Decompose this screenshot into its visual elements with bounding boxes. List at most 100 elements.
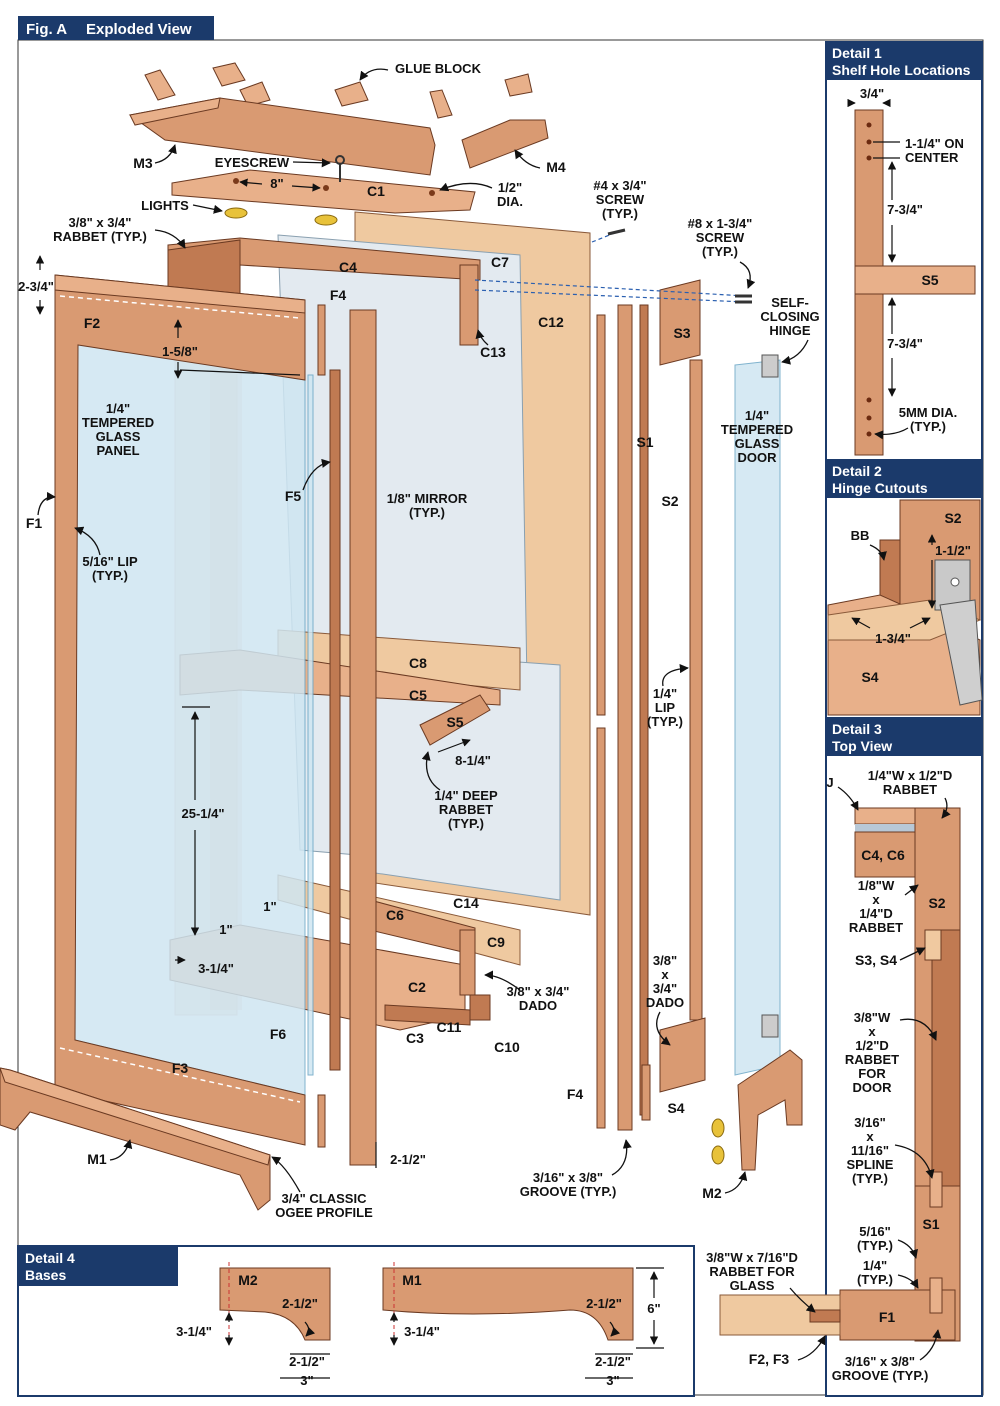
label-dim-314: 3-1/4" [198,961,234,976]
label-c2: C2 [408,979,426,995]
label-s4: S4 [667,1100,684,1116]
strip-f4-right [641,1064,651,1121]
label-dim-234: 2-3/4" [18,279,54,294]
knob-2 [711,1145,725,1165]
stile-f5-edge [329,369,341,1071]
strip-f4-left [317,304,326,376]
detail3-door-b: x [868,1024,876,1039]
detail3-door-c: 1/2"D [855,1038,889,1053]
detail3-d14-a: 1/4" [863,1258,887,1273]
label-c3: C3 [406,1030,424,1046]
label-dado2-a: 3/8" [653,953,677,968]
glass-strip-f6 [307,374,314,1076]
label-gd-a: 1/4" [745,408,769,423]
figure-title: Exploded View [86,21,192,38]
label-c5: C5 [409,687,427,703]
detail4-r-m2: 2-1/2" [282,1296,318,1311]
screw-line-c12 [591,229,623,243]
detail4-m2: M2 [238,1272,258,1288]
label-gp-a: 1/4" [106,401,130,416]
label-screw2-a: #8 x 1-3/4" [688,216,753,231]
shelf-s5 [419,694,491,746]
light-2 [314,214,338,226]
label-deep-a: 1/4" DEEP [434,788,498,803]
label-screw2-c: (TYP.) [702,244,738,259]
label-lip-a: 5/16" LIP [82,554,138,569]
detail4-w-m1: 2-1/2" [595,1354,631,1369]
detail3-door-e: FOR [858,1066,886,1081]
label-f4-top: F4 [330,287,347,303]
label-dim-8: 8" [270,176,283,191]
label-mirror-a: 1/8" MIRROR [387,491,468,506]
detail3-title-a: Detail 3 [832,721,882,737]
detail1-on-center-b: CENTER [905,150,959,165]
detail1-dim-upper: 7-3/4" [887,202,923,217]
detail4-w3-m1: 3" [606,1373,619,1388]
label-c12: C12 [538,314,564,330]
label-dia-a: 1/2" [498,180,522,195]
detail3-j: J [826,775,833,790]
label-m4: M4 [546,159,566,175]
detail1-on-center-a: 1-1/4" ON [905,136,964,151]
detail3-door-a: 3/8"W [854,1010,891,1025]
label-lip14-b: LIP [655,700,676,715]
label-hinge-a: SELF- [771,295,809,310]
detail3-rabbet-b: RABBET [883,782,937,797]
knob-1 [711,1118,725,1138]
label-dado2-c: 3/4" [653,981,677,996]
detail1-hole-a: 5MM DIA. [899,405,958,420]
label-dim-814: 8-1/4" [455,753,491,768]
label-dia-b: DIA. [497,194,523,209]
label-c8: C8 [409,655,427,671]
label-s2: S2 [661,493,678,509]
detail2-dim-h: 1-3/4" [875,631,911,646]
label-dim-212: 2-1/2" [390,1152,426,1167]
label-screw2-b: SCREW [696,230,745,245]
label-gp-d: PANEL [96,443,139,458]
label-dim-158: 1-5/8" [162,344,198,359]
label-dado-a: 3/8" x 3/4" [507,984,570,999]
label-m3: M3 [133,155,153,171]
detail4-w3-m2: 3" [300,1373,313,1388]
label-mirror-b: (TYP.) [409,505,445,520]
detail3-r2-a: 1/8"W [858,878,895,893]
detail3-d14-b: (TYP.) [857,1272,893,1287]
strip-s1-b [596,727,606,1129]
label-c14: C14 [453,895,479,911]
stile-f5 [349,309,377,1166]
label-rabbet-a: 3/8" x 3/4" [69,215,132,230]
base-m1 [0,1067,271,1211]
detail1-dim-width: 3/4" [860,86,884,101]
detail3-spline-d: SPLINE [847,1157,894,1172]
label-deep-b: RABBET [439,802,493,817]
detail3-r2-c: 1/4"D [859,906,893,921]
strip-f4-left-low [317,1094,326,1148]
detail2-s2: S2 [944,510,961,526]
detail3-spline-a: 3/16" [854,1115,885,1130]
cleat-c13 [459,264,479,346]
detail4-r-m1: 2-1/2" [586,1296,622,1311]
side-s4 [659,1017,706,1093]
label-f6: F6 [270,1026,287,1042]
detail3-s2: S2 [928,895,945,911]
glue-blocks [144,62,533,119]
side-s1 [617,304,633,1131]
face-frame [54,274,306,1146]
detail3-groove-a: 3/16" x 3/8" [845,1354,915,1369]
detail3-glass-c: GLASS [730,1278,775,1293]
detail3-glass-a: 3/8"W x 7/16"D [706,1250,798,1265]
hinge-bottom [761,1014,779,1038]
detail3-glass-b: RABBET FOR [709,1264,795,1279]
label-groove-a: 3/16" x 3/8" [533,1170,603,1185]
detail4-title-a: Detail 4 [25,1250,75,1266]
detail1-title-a: Detail 1 [832,45,882,61]
detail3-door-d: RABBET [845,1052,899,1067]
detail4-w-m2: 2-1/2" [289,1354,325,1369]
label-f2: F2 [84,315,101,331]
detail3-r2-d: RABBET [849,920,903,935]
label-gd-d: DOOR [738,450,778,465]
figure-title-tab: Fig. A Exploded View [18,16,214,40]
detail1-shelf: S5 [921,272,938,288]
label-lip-b: (TYP.) [92,568,128,583]
detail3-groove-b: GROOVE (TYP.) [832,1368,929,1383]
